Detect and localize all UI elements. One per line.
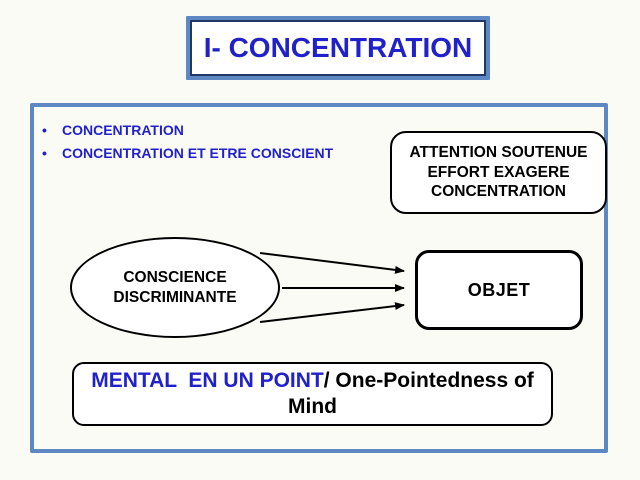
conscience-ellipse: CONSCIENCE DISCRIMINANTE bbox=[70, 237, 280, 338]
content-frame bbox=[30, 103, 608, 453]
one-pointedness-text: MENTAL EN UN POINT/ One-Pointedness of M… bbox=[76, 368, 549, 420]
title-box-inner-border: I- CONCENTRATION bbox=[190, 20, 486, 76]
object-box-label: OBJET bbox=[467, 279, 531, 300]
object-box: OBJET bbox=[415, 250, 583, 330]
page-title: I- CONCENTRATION bbox=[203, 32, 473, 63]
list-item: • CONCENTRATION bbox=[42, 119, 333, 142]
bullet-icon: • bbox=[42, 145, 47, 161]
bullet-text: CONCENTRATION bbox=[62, 122, 184, 138]
bullet-text: CONCENTRATION ET ETRE CONSCIENT bbox=[62, 145, 334, 161]
ellipse-line: CONSCIENCE bbox=[123, 268, 227, 286]
ellipse-line: DISCRIMINANTE bbox=[113, 288, 237, 306]
bullet-list: • CONCENTRATION • CONCENTRATION ET ETRE … bbox=[42, 119, 333, 165]
bullet-icon: • bbox=[42, 122, 47, 138]
title-box: I- CONCENTRATION bbox=[186, 16, 490, 80]
attention-box-line: EFFORT EXAGERE bbox=[427, 163, 570, 181]
list-item: • CONCENTRATION ET ETRE CONSCIENT bbox=[42, 142, 333, 165]
one-pointedness-english: / One-Pointedness of Mind bbox=[288, 369, 540, 418]
attention-box-line: CONCENTRATION bbox=[431, 183, 566, 201]
attention-box-line: ATTENTION SOUTENUE bbox=[409, 144, 588, 162]
one-pointedness-french: MENTAL EN UN POINT bbox=[91, 369, 324, 392]
one-pointedness-box: MENTAL EN UN POINT/ One-Pointedness of M… bbox=[72, 362, 553, 426]
attention-box: ATTENTION SOUTENUE EFFORT EXAGERE CONCEN… bbox=[390, 131, 607, 214]
